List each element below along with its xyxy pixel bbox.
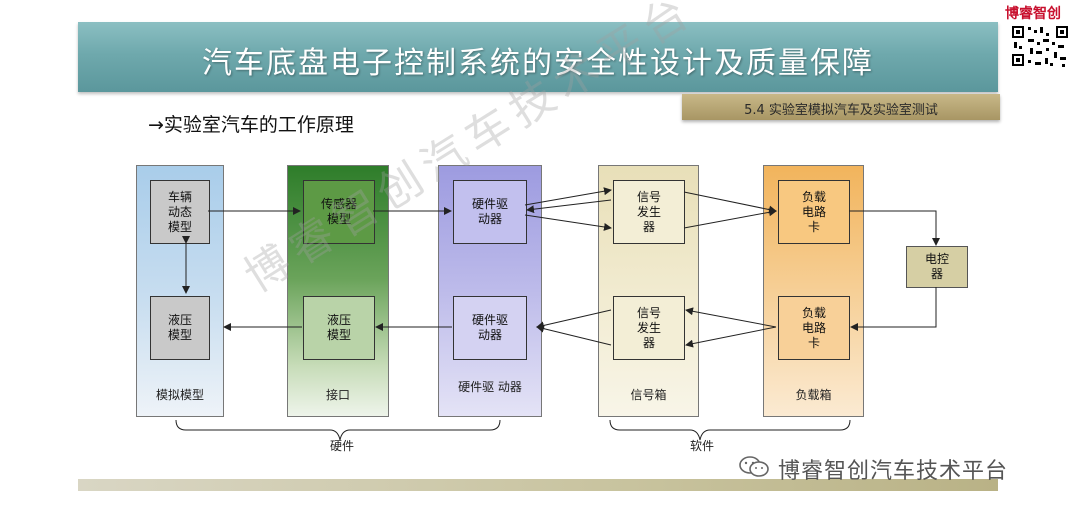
wechat-icon — [739, 456, 769, 477]
box-signal-generator-2: 信号 发生 器 — [613, 296, 685, 360]
section-badge-label: 5.4 实验室模拟汽车及实验室测试 — [744, 103, 938, 118]
box-hydraulic-model-1: 液压 模型 — [150, 296, 210, 360]
footer-bar — [78, 479, 998, 491]
qr-code-icon — [1010, 24, 1070, 68]
box-hardware-driver-1: 硬件驱 动器 — [453, 180, 527, 244]
column-label-signal-box: 信号箱 — [630, 388, 667, 402]
column-simulation-model: 车辆 动态 模型 液压 模型 模拟模型 — [136, 165, 224, 417]
column-signal-box: 信号 发生 器 信号 发生 器 信号箱 — [598, 165, 699, 417]
box-ecu: 电控 器 — [906, 246, 968, 288]
column-interface: 传感器 模型 液压 模型 接口 — [287, 165, 389, 417]
box-sensor-model: 传感器 模型 — [303, 180, 375, 244]
box-hydraulic-model-2: 液压 模型 — [303, 296, 375, 360]
box-vehicle-dynamics-model: 车辆 动态 模型 — [150, 180, 210, 244]
box-signal-generator-1: 信号 发生 器 — [613, 180, 685, 244]
brace-label-software: 软件 — [690, 439, 715, 453]
box-load-circuit-card-2: 负载 电路 卡 — [778, 296, 850, 360]
brand-logo-text: 博睿智创 — [1005, 6, 1061, 22]
footer-channel-name: 博睿智创汽车技术平台 — [778, 459, 1009, 484]
section-badge: 5.4 实验室模拟汽车及实验室测试 — [682, 94, 1000, 120]
column-label-simulation-model: 模拟模型 — [155, 388, 204, 402]
box-load-circuit-card-1: 负载 电路 卡 — [778, 180, 850, 244]
column-label-load-box: 负载箱 — [795, 388, 832, 402]
column-hardware-driver: 硬件驱 动器 硬件驱 动器 硬件驱 动器 — [438, 165, 542, 417]
column-label-hardware-driver: 硬件驱 动器 — [458, 380, 522, 394]
brace-label-hardware: 硬件 — [330, 439, 355, 453]
title-banner: 汽车底盘电子控制系统的安全性设计及质量保障 — [78, 22, 998, 92]
box-hardware-driver-2: 硬件驱 动器 — [453, 296, 527, 360]
slide-subtitle: →实验室汽车的工作原理 — [148, 114, 354, 136]
column-label-interface: 接口 — [325, 388, 350, 402]
column-load-box: 负载 电路 卡 负载 电路 卡 负载箱 — [763, 165, 864, 417]
banner-title: 汽车底盘电子控制系统的安全性设计及质量保障 — [202, 46, 874, 81]
